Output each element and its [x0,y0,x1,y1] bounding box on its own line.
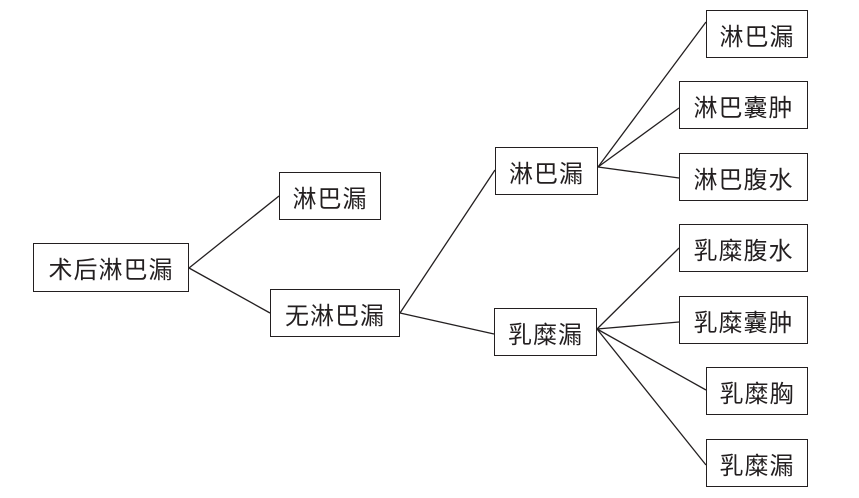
edge-chyle-4 [596,328,707,466]
edge-no-lymph [399,169,496,314]
edge-lymph-3 [597,166,680,179]
edge-chyle-1 [596,247,680,330]
leaf-lymph-ascites: 淋巴腹水 [679,153,808,201]
edge-root-no [188,267,271,314]
leaf-chyle-cyst: 乳糜囊肿 [679,296,808,344]
leaf-chyle-leak: 乳糜漏 [706,439,808,487]
edge-chyle-3 [596,328,707,391]
edge-root-yes [188,195,280,269]
edge-no-chyle [399,312,495,335]
node-root: 术后淋巴漏 [33,243,189,292]
edge-lymph-2 [597,107,680,168]
node-lymph-type: 淋巴漏 [495,147,598,195]
leaf-lymph-leak: 淋巴漏 [706,10,808,58]
node-lymph-leak: 淋巴漏 [279,172,381,220]
leaf-chyle-ascites: 乳糜腹水 [679,224,808,272]
leaf-lymph-cyst: 淋巴囊肿 [679,81,808,129]
node-no-lymph-leak: 无淋巴漏 [270,289,400,337]
edge-chyle-2 [596,321,680,330]
node-chyle-type: 乳糜漏 [494,308,597,356]
leaf-chylothorax: 乳糜胸 [706,367,808,415]
edge-lymph-1 [597,21,707,168]
